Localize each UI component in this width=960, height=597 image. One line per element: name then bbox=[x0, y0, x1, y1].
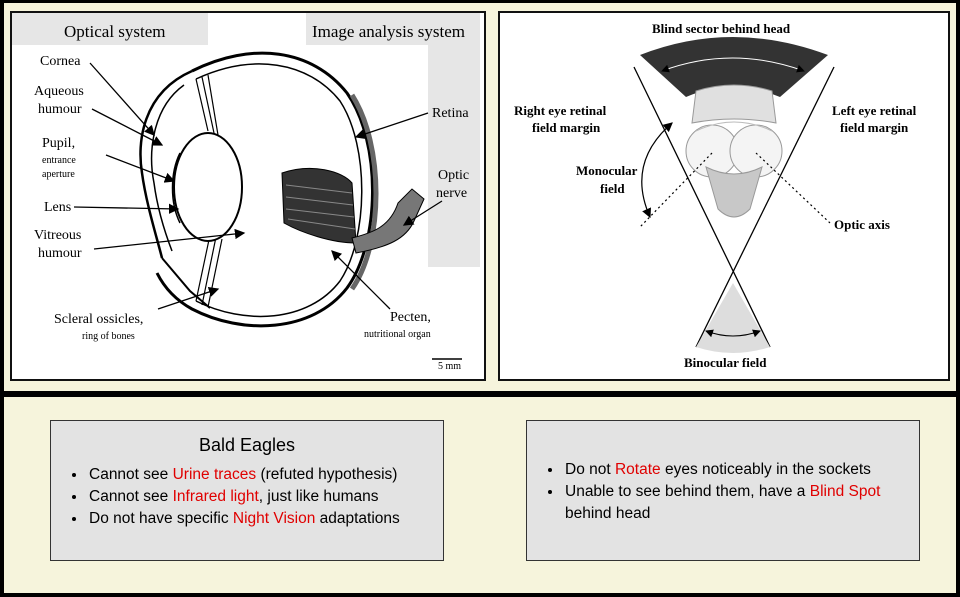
label-left-margin-1: Left eye retinal bbox=[832, 103, 917, 118]
right-label-strip bbox=[428, 45, 480, 267]
label-right-margin-2: field margin bbox=[532, 120, 601, 135]
label-scale: 5 mm bbox=[438, 361, 461, 372]
header-optical: Optical system bbox=[64, 22, 166, 41]
eye-diagram-panel: Optical system Image analysis system bbox=[10, 11, 486, 381]
label-lens: Lens bbox=[44, 200, 71, 215]
label-scleral-2: ring of bones bbox=[82, 331, 135, 342]
header-image-analysis: Image analysis system bbox=[312, 22, 465, 41]
eyeball bbox=[139, 51, 379, 328]
label-pupil-3: aperture bbox=[42, 169, 75, 180]
label-vitreous-1: Vitreous bbox=[34, 228, 81, 243]
label-aqueous-2: humour bbox=[38, 102, 82, 117]
label-vitreous-2: humour bbox=[38, 246, 82, 261]
label-right-margin-1: Right eye retinal bbox=[514, 103, 607, 118]
list-item: Do not Rotate eyes noticeably in the soc… bbox=[563, 459, 919, 481]
visual-field-panel: Blind sector behind head Right eye retin… bbox=[498, 11, 950, 381]
label-pupil-1: Pupil, bbox=[42, 136, 75, 151]
label-cornea: Cornea bbox=[40, 54, 81, 69]
facts-box-left: Bald Eagles Cannot see Urine traces (ref… bbox=[50, 420, 444, 561]
eye-diagram: Optical system Image analysis system bbox=[12, 13, 480, 372]
facts-title: Bald Eagles bbox=[198, 435, 296, 455]
eye-leader-arrows bbox=[73, 62, 443, 310]
facts-box-right: Do not Rotate eyes noticeably in the soc… bbox=[526, 420, 920, 561]
label-monocular-1: Monocular bbox=[576, 163, 638, 178]
optical-system-header bbox=[12, 13, 208, 45]
label-optic-1: Optic bbox=[438, 168, 469, 183]
label-pupil-2: entrance bbox=[42, 155, 76, 166]
label-optic-2: nerve bbox=[436, 186, 467, 201]
facts-list-right: Do not Rotate eyes noticeably in the soc… bbox=[527, 459, 919, 525]
list-item: Unable to see behind them, have a Blind … bbox=[563, 481, 919, 525]
list-item: Cannot see Urine traces (refuted hypothe… bbox=[87, 464, 443, 486]
highlight-text: Blind Spot bbox=[809, 483, 881, 500]
label-blind-sector: Blind sector behind head bbox=[652, 21, 791, 36]
optic-axis-right bbox=[639, 152, 713, 228]
list-item: Do not have specific Night Vision adapta… bbox=[87, 508, 443, 530]
right-eye-margin-line bbox=[633, 66, 771, 348]
image-analysis-header bbox=[306, 13, 480, 45]
highlight-text: Night Vision bbox=[232, 510, 316, 527]
label-left-margin-2: field margin bbox=[840, 120, 909, 135]
label-scleral-1: Scleral ossicles, bbox=[54, 312, 143, 327]
label-optic-axis: Optic axis bbox=[834, 217, 890, 232]
list-item: Cannot see Infrared light, just like hum… bbox=[87, 486, 443, 508]
label-binocular: Binocular field bbox=[684, 355, 767, 370]
eagle-head bbox=[685, 84, 783, 218]
visual-field-diagram: Blind sector behind head Right eye retin… bbox=[514, 21, 917, 370]
optic-nerve-shape bbox=[351, 188, 425, 254]
lens-shape bbox=[173, 132, 243, 242]
label-aqueous-1: Aqueous bbox=[34, 84, 84, 99]
facts-list-left: Cannot see Urine traces (refuted hypothe… bbox=[51, 464, 443, 530]
left-eye-margin-line bbox=[695, 66, 835, 348]
binocular-field-shape bbox=[696, 283, 770, 353]
pecten-shape bbox=[281, 167, 357, 244]
label-monocular-2: field bbox=[600, 181, 625, 196]
label-retina: Retina bbox=[432, 106, 469, 121]
highlight-text: Infrared light bbox=[172, 488, 259, 505]
label-pecten-2: nutritional organ bbox=[364, 329, 431, 340]
optic-axis-left bbox=[755, 152, 831, 224]
highlight-text: Urine traces bbox=[172, 466, 257, 483]
label-pecten-1: Pecten, bbox=[390, 310, 431, 325]
highlight-text: Rotate bbox=[614, 461, 661, 478]
